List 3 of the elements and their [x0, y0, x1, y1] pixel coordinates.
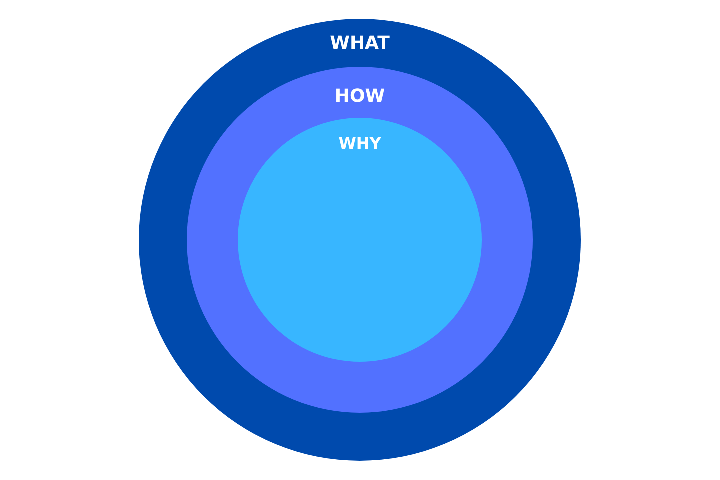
circle-label: WHAT	[330, 35, 390, 53]
circle-label: HOW	[334, 88, 386, 106]
circle-label: WHY	[338, 136, 382, 152]
